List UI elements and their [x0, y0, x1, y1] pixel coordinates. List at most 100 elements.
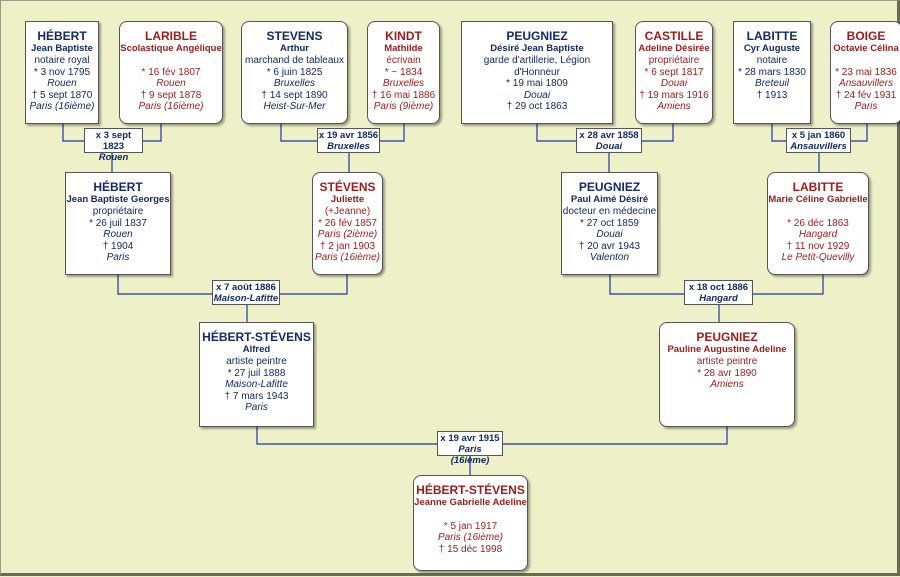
marriage-box-1856: x 19 avr 1856 Bruxelles: [317, 128, 380, 153]
surname: HÉBERT: [37, 29, 87, 43]
death-date: † 24 fév 1931: [835, 89, 897, 101]
marriage-date: x 19 avr 1856: [318, 130, 379, 141]
birth-date: * 26 déc 1863: [787, 217, 849, 229]
marriage-box-1823: x 3 sept 1823 Rouen: [84, 128, 143, 163]
given-name: Octavie Célina: [833, 43, 899, 54]
given-name: Pauline Augustine Adeline: [667, 344, 787, 355]
birth-place: Rouen: [47, 78, 77, 89]
death-place: Amiens: [657, 101, 691, 112]
surname: STÉVENS: [319, 180, 376, 194]
birth-date: * 5 jan 1917: [443, 520, 498, 532]
birth-place: Breteuil: [755, 78, 789, 89]
person-card-peugniez-paul: PEUGNIEZ Paul Aimé Désiré docteur en méd…: [561, 172, 658, 275]
alias: (+Jeanne): [324, 206, 371, 217]
marriage-date: x 5 jan 1860: [791, 130, 846, 141]
person-card-labitte-marie: LABITTE Marie Céline Gabrielle * 26 déc …: [767, 172, 869, 275]
marriage-place: Paris (16ième): [450, 444, 490, 466]
occupation: docteur en médecine: [562, 206, 657, 217]
occupation: [120, 55, 222, 67]
person-card-larible-scolastique: LARIBLE Scolastique Angélique * 16 fév 1…: [119, 21, 223, 124]
marriage-place: Hangard: [699, 293, 738, 304]
marriage-date: x 18 oct 1886: [688, 282, 749, 293]
given-name: Jean Baptiste: [31, 43, 93, 54]
marriage-box-aout-1886: x 7 août 1886 Maison-Lafitte: [212, 280, 280, 305]
marriage-date: x 3 sept 1823: [95, 130, 132, 152]
death-date: † 16 mai 1886: [371, 89, 436, 101]
person-card-kindt-mathilde: KINDT Mathilde écrivain * ~ 1834 Bruxell…: [367, 21, 440, 124]
death-place: Paris (16ième): [314, 252, 381, 263]
birth-date: * 16 fév 1807: [141, 66, 201, 78]
surname: LABITTE: [746, 29, 798, 43]
death-date: † 9 sept 1878: [140, 89, 202, 101]
death-place: Paris (16ième): [138, 101, 204, 112]
death-date: † 29 oct 1863: [506, 101, 568, 112]
occupation: artiste peintre: [226, 356, 287, 367]
occupation: notaire royal: [34, 55, 90, 66]
marriage-place: Maison-Lafitte: [213, 293, 279, 304]
birth-place: Hangard: [798, 229, 838, 240]
death-date: † 2 jan 1903: [319, 240, 376, 252]
surname: KINDT: [385, 29, 422, 43]
birth-place: Ansauvillers: [839, 78, 893, 89]
marriage-box-1858: x 28 avr 1858 Douai: [576, 128, 642, 153]
birth-date: * 6 sept 1817: [644, 66, 704, 78]
surname: LABITTE: [792, 180, 844, 194]
birth-date: * 6 juin 1825: [266, 66, 323, 78]
surname: PEUGNIEZ: [696, 330, 758, 344]
marriage-date: x 7 août 1886: [216, 282, 276, 293]
birth-date: * 23 mai 1836: [835, 66, 897, 78]
birth-place: Paris (2ième): [317, 229, 378, 240]
given-name: Jeanne Gabrielle Adeline: [414, 497, 527, 508]
occupation: [414, 509, 527, 521]
marriage-date: x 28 avr 1858: [579, 130, 639, 141]
birth-place: Rouen: [103, 229, 133, 240]
death-place: Heist-Sur-Mer: [263, 101, 326, 112]
death-date: † 1904: [102, 240, 134, 252]
given-name: Scolastique Angélique: [120, 43, 222, 54]
occupation: marchand de tableaux: [245, 55, 344, 66]
death-date: † 20 avr 1943: [578, 240, 641, 252]
marriage-box-1915: x 19 avr 1915 Paris (16ième): [437, 431, 503, 466]
birth-date: * 26 fév 1857: [318, 217, 377, 229]
given-name: Paul Aimé Désiré: [570, 194, 649, 205]
person-card-stevens-arthur: STEVENS Arthur marchand de tableaux * 6 …: [241, 21, 348, 124]
given-name: Alfred: [242, 344, 271, 355]
person-card-hebert-stevens-alfred: HÉBERT-STÉVENS Alfred artiste peintre * …: [199, 322, 314, 427]
person-card-peugniez-desire: PEUGNIEZ Désiré Jean Baptiste garde d'ar…: [461, 21, 613, 124]
surname: HÉBERT-STÉVENS: [202, 330, 311, 344]
death-place: Paris (9ième): [373, 101, 434, 112]
given-name: Jean Baptiste Georges: [66, 194, 170, 205]
birth-date: * 28 avr 1890: [697, 367, 757, 379]
occupation: artiste peintre: [696, 356, 758, 367]
surname: LARIBLE: [145, 29, 197, 43]
birth-place: Maison-Lafitte: [225, 379, 288, 390]
person-card-hebert-jean-baptiste-georges: HÉBERT Jean Baptiste Georges propriétair…: [65, 172, 171, 275]
birth-date: * 28 mars 1830: [738, 66, 806, 78]
death-date: † 7 mars 1943: [224, 390, 289, 402]
death-date: † 15 déc 1998: [438, 543, 503, 555]
death-date: † 1913: [756, 89, 788, 101]
birth-place: Bruxelles: [273, 78, 316, 89]
marriage-place: Rouen: [98, 152, 129, 163]
person-card-hebert-jean-baptiste: HÉBERT Jean Baptiste notaire royal * 3 n…: [25, 21, 99, 124]
occupation: garde d'artillerie, Légion d'Honneur: [483, 55, 591, 78]
marriage-place: Bruxelles: [327, 141, 370, 152]
death-place: Le Petit-Quevilly: [781, 252, 855, 263]
birth-date: * ~ 1834: [384, 66, 423, 78]
given-name: Arthur: [279, 43, 310, 54]
death-place: Paris (16ième): [29, 101, 95, 112]
given-name: Désiré Jean Baptiste: [490, 43, 584, 54]
person-card-stevens-juliette: STÉVENS Juliette (+Jeanne) * 26 fév 1857…: [312, 172, 383, 275]
person-card-boige-octavie: BOIGE Octavie Célina * 23 mai 1836 Ansau…: [830, 21, 900, 124]
marriage-place: Ansauvillers: [790, 141, 847, 152]
occupation: propriétaire: [92, 206, 144, 217]
given-name: Mathilde: [384, 43, 423, 54]
marriage-box-1860: x 5 jan 1860 Ansauvillers: [786, 128, 851, 153]
birth-place: Douai: [596, 229, 623, 240]
death-place: Paris: [854, 101, 878, 112]
birth-place: Paris (16ième): [437, 532, 504, 543]
birth-date: * 27 oct 1859: [580, 217, 639, 229]
death-place: Valenton: [589, 252, 630, 263]
occupation: écrivain: [386, 55, 421, 66]
